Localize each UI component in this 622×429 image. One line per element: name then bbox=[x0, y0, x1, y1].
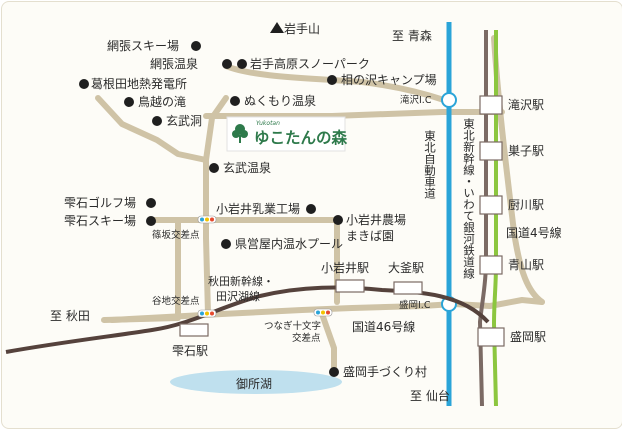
to-aomori-label: 至 青森 bbox=[392, 28, 432, 43]
station-markers-right bbox=[477, 95, 505, 347]
amihari-onsen-dot bbox=[222, 59, 232, 69]
shinkansen-iwate-label: 東北新幹線・いわて銀河鉄道線 bbox=[462, 118, 476, 279]
koiwai-farm-dot bbox=[333, 215, 343, 225]
genbu-onsen-label: 玄武温泉 bbox=[223, 160, 271, 175]
kakkonda-label: 葛根田地熱発電所 bbox=[91, 77, 187, 91]
signal-sakasa bbox=[197, 215, 217, 224]
golf-label: 雫石ゴルフ場 bbox=[64, 195, 136, 210]
road-morioka-link bbox=[487, 297, 545, 309]
sugo-station-marker bbox=[479, 141, 503, 161]
iwate-kogen-label: 岩手高原スノーパーク bbox=[250, 56, 370, 71]
nukumori-dot bbox=[230, 96, 240, 106]
logo-yukotan: Yukotan ゆこたんの森 bbox=[226, 116, 348, 152]
takizawa-ic-label: 滝沢I.C bbox=[400, 94, 432, 106]
to-sendai-label: 至 仙台 bbox=[410, 388, 450, 403]
kuriyagawa-station-marker bbox=[479, 195, 503, 215]
koiwai-dairy-label: 小岩井乳業工場 bbox=[216, 201, 300, 216]
tezukuri-label: 盛岡手づくり村 bbox=[343, 364, 427, 379]
road-kakkonda bbox=[95, 95, 209, 177]
iwate-ginga-line bbox=[491, 30, 498, 407]
koiwai-farm-label-1: 小岩井農場 bbox=[346, 212, 406, 227]
nukumori-label: ぬくもり温泉 bbox=[244, 94, 316, 108]
signal-tsunagi bbox=[313, 308, 333, 317]
kakkonda-dot bbox=[79, 79, 89, 89]
akita-line-label-2: 田沢湖線 bbox=[216, 289, 260, 303]
expressway-label: 東北自動車道 bbox=[423, 130, 437, 199]
road-to-akita bbox=[101, 315, 181, 323]
torigoe-dot bbox=[124, 97, 134, 107]
shizukuishi-station-label: 雫石駅 bbox=[172, 344, 208, 358]
road-genbu-vertical bbox=[203, 171, 211, 317]
shizukuishi-station-marker bbox=[179, 323, 209, 337]
morioka-station-label: 盛岡駅 bbox=[510, 329, 546, 344]
iwate-kogen-dot bbox=[237, 59, 247, 69]
station-markers-akita bbox=[179, 279, 423, 337]
tsunagi-label-1: つなぎ十文字 bbox=[264, 320, 321, 332]
genbu-onsen-dot bbox=[209, 163, 219, 173]
koiwai-dairy-dot bbox=[306, 204, 316, 214]
road-nukumori bbox=[203, 95, 229, 163]
akita-line-label-1: 秋田新幹線・ bbox=[208, 274, 274, 288]
logo-sub: Yukotan bbox=[256, 120, 280, 127]
iwate-san-label: 岩手山 bbox=[284, 21, 320, 36]
shinkansen-line bbox=[477, 30, 488, 407]
sugo-station-label: 巣子駅 bbox=[508, 144, 544, 158]
poi-markers bbox=[79, 41, 343, 377]
road-takizawa-east bbox=[203, 109, 505, 119]
kuriyagawa-station-label: 厨川駅 bbox=[508, 198, 544, 212]
omagari-station-marker bbox=[393, 281, 423, 295]
koiwai-station-marker bbox=[335, 279, 365, 293]
koiwai-station-label: 小岩井駅 bbox=[321, 260, 369, 275]
kenei-pool-label: 県営屋内温水プール bbox=[235, 237, 343, 251]
aoyama-station-label: 青山駅 bbox=[508, 258, 544, 272]
signal-yachi bbox=[197, 309, 217, 318]
aoyama-station-marker bbox=[479, 255, 503, 275]
torigoe-label: 鳥越の滝 bbox=[138, 94, 186, 109]
tsunagi-label-2: 交差点 bbox=[292, 332, 321, 344]
mountain-icon bbox=[270, 22, 284, 33]
omagari-station-label: 大釜駅 bbox=[388, 260, 424, 275]
kenei-pool-dot bbox=[221, 239, 231, 249]
aizawa-camp-dot bbox=[327, 75, 337, 85]
takizawa-station-label: 滝沢駅 bbox=[508, 98, 544, 112]
tezukuri-dot bbox=[329, 367, 339, 377]
genbudo-dot bbox=[152, 116, 162, 126]
takizawa-ic-marker bbox=[441, 92, 457, 108]
aizawa-camp-label: 相の沢キャンプ場 bbox=[341, 73, 437, 87]
road-tezukuri bbox=[319, 311, 337, 375]
takizawa-station-marker bbox=[479, 95, 503, 115]
national-46-label: 国道46号線 bbox=[352, 319, 415, 334]
ski-label: 雫石スキー場 bbox=[64, 214, 136, 228]
golf-dot bbox=[146, 198, 156, 208]
logo-main: ゆこたんの森 bbox=[254, 128, 348, 147]
morioka-station-marker bbox=[477, 327, 505, 347]
amihari-onsen-label: 網張温泉 bbox=[150, 57, 198, 71]
gosho-lake-label: 御所湖 bbox=[236, 376, 272, 391]
national-4-label: 国道4号線 bbox=[506, 225, 562, 240]
to-akita-label: 至 秋田 bbox=[50, 309, 90, 323]
yachi-label: 谷地交差点 bbox=[152, 295, 200, 307]
amihari-ski-label: 網張スキー場 bbox=[107, 39, 179, 53]
genbudo-label: 玄武洞 bbox=[166, 113, 202, 128]
morioka-ic-label: 盛岡I.C bbox=[399, 299, 431, 311]
gosho-lake bbox=[170, 370, 342, 394]
ski-dot bbox=[146, 216, 156, 226]
amihari-ski-dot bbox=[191, 41, 201, 51]
tree-icon bbox=[232, 124, 248, 143]
koiwai-farm-label-2: まきば園 bbox=[346, 229, 394, 243]
sakasa-label: 篠坂交差点 bbox=[152, 229, 200, 241]
